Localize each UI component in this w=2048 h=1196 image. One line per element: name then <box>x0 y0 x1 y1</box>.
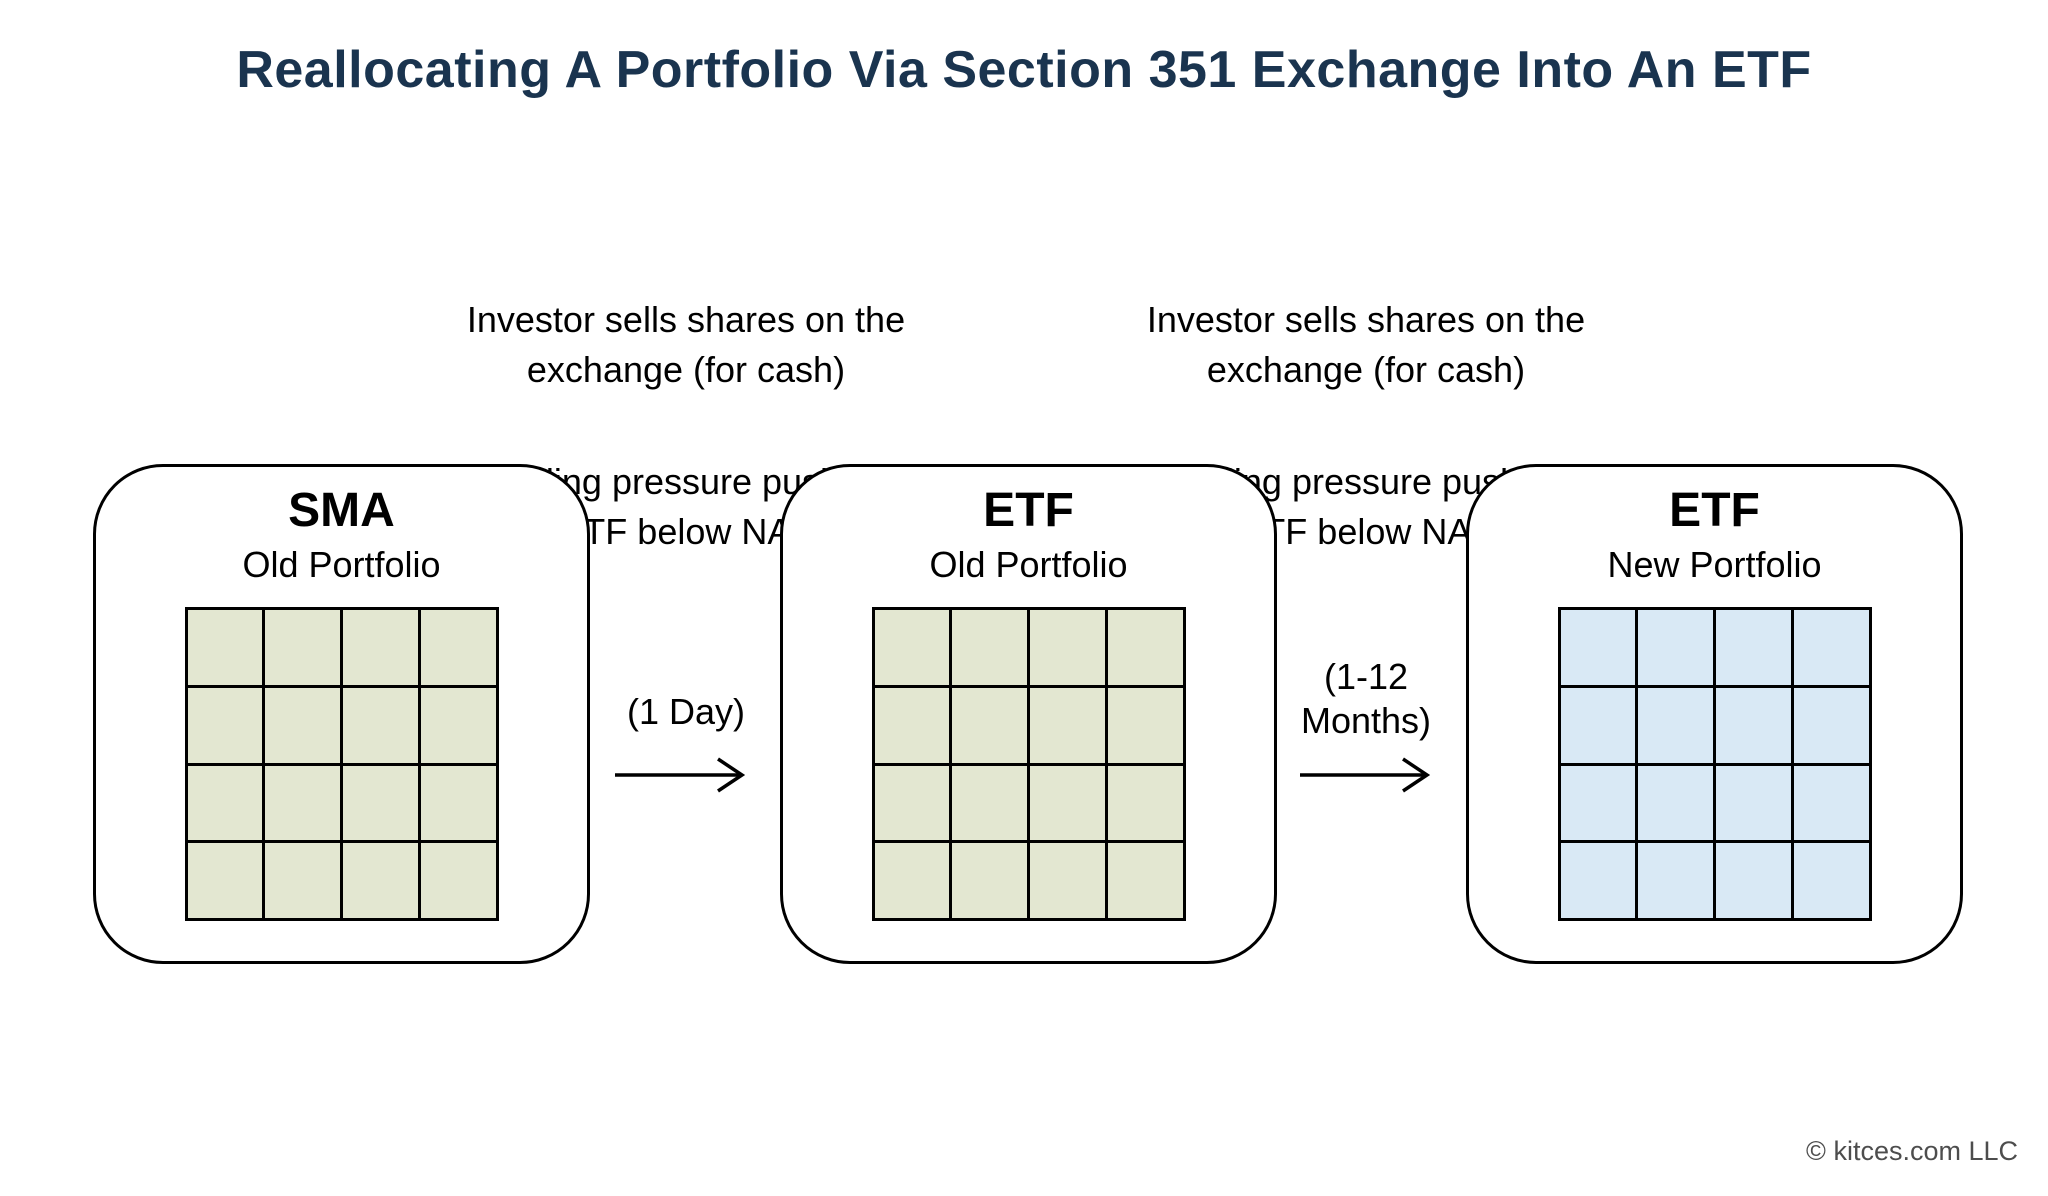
portfolio-holding-cell <box>420 843 496 918</box>
box-name: SMA <box>288 484 395 537</box>
portfolio-holding-cell <box>1638 765 1713 841</box>
box-subtitle: Old Portfolio <box>242 544 441 585</box>
portfolio-holding-cell <box>265 687 340 763</box>
page-title: Reallocating A Portfolio Via Section 351… <box>236 41 1812 99</box>
portfolio-holding-cell <box>187 843 263 918</box>
portfolio-holding-cell <box>1716 765 1791 841</box>
annotation-sell-text: Investor sells shares on the exchange (f… <box>466 299 906 390</box>
portfolio-holding-cell <box>1793 843 1869 918</box>
portfolio-holding-cell <box>874 843 950 918</box>
box-subtitle: Old Portfolio <box>929 544 1128 585</box>
portfolio-holding-cell <box>1030 687 1105 763</box>
portfolio-holding-cell <box>1638 610 1713 685</box>
portfolio-holding-cell <box>1107 765 1183 841</box>
portfolio-holding-cell <box>1560 687 1636 763</box>
portfolio-holding-cell <box>874 687 950 763</box>
portfolio-holding-cell <box>420 610 496 685</box>
portfolio-holding-cell <box>874 610 950 685</box>
arrow-label-duration: (1 Day) <box>626 691 746 732</box>
holdings-grid <box>871 607 1186 921</box>
portfolio-holding-cell <box>1560 765 1636 841</box>
portfolio-holding-cell <box>343 765 418 841</box>
holdings-grid <box>184 607 499 921</box>
portfolio-holding-cell <box>265 610 340 685</box>
portfolio-holding-cell <box>1638 843 1713 918</box>
box-name: ETF <box>1669 484 1760 537</box>
annotation-sell-text: Investor sells shares on the exchange (f… <box>1146 299 1586 390</box>
portfolio-holding-cell <box>1107 843 1183 918</box>
portfolio-holding-cell <box>1716 610 1791 685</box>
portfolio-holding-cell <box>420 687 496 763</box>
box-subtitle: New Portfolio <box>1607 544 1822 585</box>
portfolio-holding-cell <box>1793 687 1869 763</box>
arrow-right-icon <box>615 757 746 793</box>
box-name: ETF <box>983 484 1074 537</box>
portfolio-holding-cell <box>1716 843 1791 918</box>
portfolio-holding-cell <box>343 843 418 918</box>
portfolio-holding-cell <box>952 843 1027 918</box>
portfolio-holding-cell <box>1793 610 1869 685</box>
portfolio-holding-cell <box>1030 765 1105 841</box>
copyright-notice: © kitces.com LLC <box>1806 1136 2018 1166</box>
portfolio-holding-cell <box>1560 610 1636 685</box>
portfolio-holding-cell <box>343 610 418 685</box>
box-etf-new-portfolio: ETF New Portfolio <box>1466 464 1963 964</box>
arrow-label-duration: (1-12 Months) <box>1300 656 1432 741</box>
portfolio-holding-cell <box>952 765 1027 841</box>
portfolio-holding-cell <box>187 610 263 685</box>
portfolio-holding-cell <box>1107 687 1183 763</box>
portfolio-holding-cell <box>874 765 950 841</box>
portfolio-holding-cell <box>187 687 263 763</box>
portfolio-holding-cell <box>1793 765 1869 841</box>
portfolio-holding-cell <box>1560 843 1636 918</box>
arrow-right-icon <box>1300 757 1431 793</box>
portfolio-holding-cell <box>952 610 1027 685</box>
portfolio-holding-cell <box>1030 843 1105 918</box>
portfolio-holding-cell <box>1107 610 1183 685</box>
portfolio-holding-cell <box>343 687 418 763</box>
portfolio-holding-cell <box>1716 687 1791 763</box>
holdings-grid <box>1557 607 1872 921</box>
box-etf-old-portfolio: ETF Old Portfolio <box>780 464 1277 964</box>
portfolio-holding-cell <box>420 765 496 841</box>
portfolio-holding-cell <box>187 765 263 841</box>
portfolio-holding-cell <box>1638 687 1713 763</box>
portfolio-holding-cell <box>265 765 340 841</box>
portfolio-holding-cell <box>952 687 1027 763</box>
portfolio-holding-cell <box>265 843 340 918</box>
box-sma-old-portfolio: SMA Old Portfolio <box>93 464 590 964</box>
portfolio-holding-cell <box>1030 610 1105 685</box>
